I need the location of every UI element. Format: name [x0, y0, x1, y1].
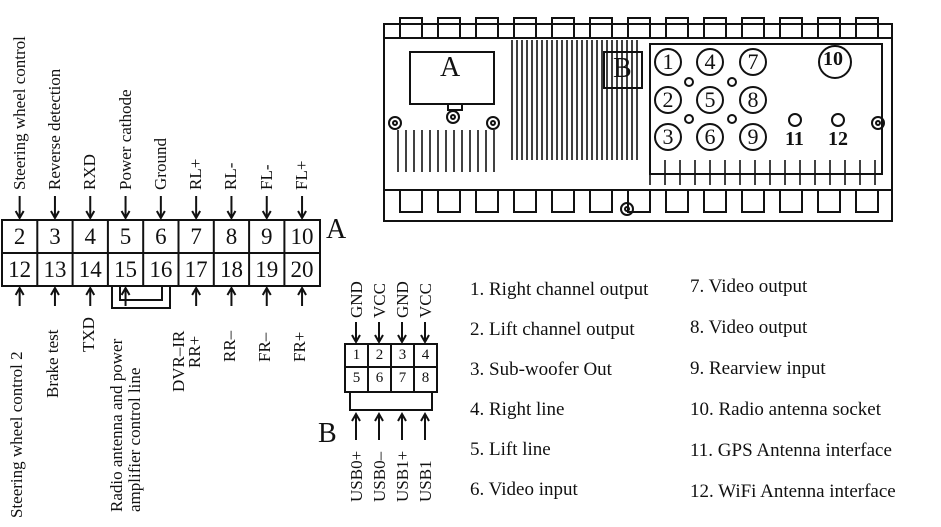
jack-label: 3: [662, 124, 674, 149]
pin-a-top: 7: [190, 224, 202, 249]
legend-item: 11. GPS Antenna interface: [690, 440, 892, 461]
pin-b-top: 4: [421, 347, 430, 363]
legend-item: 3. Sub-woofer Out: [470, 359, 612, 380]
pin-a-bottom: 19: [255, 257, 279, 282]
pin-b-bottom-label: USB0–: [370, 451, 389, 502]
pin-a-top-label: RXD: [80, 154, 100, 190]
pin-a-bottom-label: Steering wheel control 2: [7, 351, 26, 518]
pin-b-bottom: 5: [352, 370, 361, 386]
jack-label: 6: [704, 124, 716, 149]
pin-b-bottom-label: USB1: [416, 460, 435, 502]
jack-label: 7: [747, 49, 759, 74]
pin-a-bottom: 16: [149, 257, 173, 282]
jack-11-label: 11: [785, 128, 804, 150]
pin-a-top: 6: [155, 224, 167, 249]
jack-label: 4: [704, 49, 716, 74]
pin-b-top: 1: [352, 347, 361, 363]
legend-item: 5. Lift line: [470, 439, 551, 460]
pin-a-top-label: RL+: [186, 158, 206, 190]
pin-a-bottom-label: Radio antenna and power: [107, 338, 126, 512]
legend-item: 2. Lift channel output: [470, 319, 635, 340]
jack-12-label: 12: [828, 128, 848, 150]
pin-a-bottom-label: TXD: [79, 317, 98, 352]
jack-label: 8: [747, 87, 759, 112]
jack-10-label: 10: [823, 48, 843, 70]
pin-a-top: 3: [49, 224, 61, 249]
jack-label: 5: [704, 87, 716, 112]
pin-b-top: 2: [375, 347, 384, 363]
pin-a-bottom: 18: [219, 257, 243, 282]
pin-a-bottom: 20: [290, 257, 314, 282]
legend-item: 4. Right line: [470, 399, 565, 420]
legend-item: 10. Radio antenna socket: [690, 399, 882, 420]
legend-item: 12. WiFi Antenna interface: [690, 481, 896, 502]
jack-label: 9: [747, 124, 759, 149]
pin-a-bottom-label: RR–: [220, 330, 239, 362]
pin-b-top-label: GND: [393, 281, 412, 318]
pin-a-top-label: RL-: [221, 162, 241, 190]
pin-a-bottom-label: Brake test: [43, 329, 62, 398]
socket-b-label: B: [613, 53, 632, 84]
socket-a-label: A: [440, 52, 461, 83]
pin-a-bottom-label: RR+: [185, 335, 204, 368]
pin-a-bottom: 17: [184, 257, 208, 282]
pin-b-top: 3: [398, 347, 407, 363]
pin-b-bottom: 6: [375, 370, 384, 386]
connector-b-letter: B: [318, 418, 337, 449]
pin-a-top-label: Ground: [150, 138, 170, 190]
pin-b-top-label: VCC: [416, 283, 435, 318]
pin-a-bottom-label: FR+: [290, 331, 309, 362]
pin-a-top: 10: [290, 224, 314, 249]
jack-label: 2: [662, 87, 674, 112]
pin-b-bottom: 7: [398, 370, 407, 386]
pin-a-top-label: Reverse detection: [44, 68, 64, 190]
legend-item: 7. Video output: [690, 276, 808, 297]
pin-a-top-label: Steering wheel control: [9, 36, 29, 190]
pin-a-top-label: FL-: [256, 164, 276, 191]
pin-a-bottom: 13: [43, 257, 67, 282]
pin-a-top: 2: [13, 224, 26, 249]
pin-a-top: 8: [225, 224, 238, 249]
pin-b-bottom-label: USB0+: [347, 450, 366, 502]
pin-a-top-label: Power cathode: [115, 89, 135, 190]
pin-b-bottom: 8: [421, 370, 430, 386]
legend-item: 6. Video input: [470, 479, 578, 500]
legend-item: 9. Rearview input: [690, 358, 826, 379]
pin-a-top-label: FL+: [292, 160, 312, 190]
pin-a-bottom-label: amplifier control line: [125, 367, 144, 512]
pin-a-top: 4: [84, 224, 96, 249]
legend-item: 1. Right channel output: [470, 279, 649, 300]
legend-item: 8. Video output: [690, 317, 808, 338]
pin-a-bottom: 12: [8, 257, 32, 282]
pin-a-top: 5: [119, 224, 132, 249]
pin-a-bottom: 14: [78, 257, 102, 282]
pin-b-top-label: VCC: [370, 283, 389, 318]
jack-label: 1: [662, 49, 674, 74]
connector-a-letter: A: [326, 214, 347, 245]
pin-b-bottom-label: USB1+: [393, 450, 412, 502]
pin-b-top-label: GND: [347, 281, 366, 318]
pin-a-bottom: 15: [114, 257, 138, 282]
pin-a-top: 9: [260, 224, 273, 249]
pin-a-bottom-label: FR–: [255, 332, 274, 362]
